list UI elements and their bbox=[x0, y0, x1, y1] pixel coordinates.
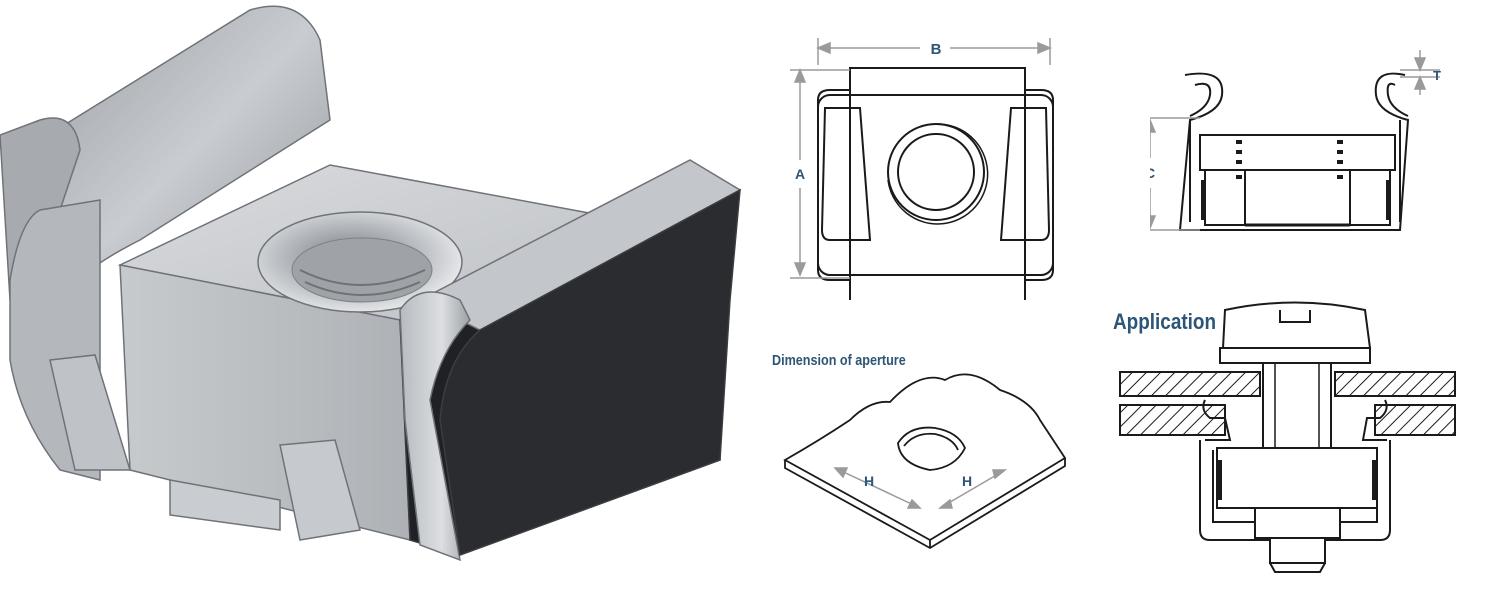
left-clip-wing bbox=[0, 5, 331, 481]
rail-right bbox=[1374, 404, 1456, 436]
screw-tip bbox=[1269, 537, 1326, 564]
application-drawing bbox=[1119, 301, 1456, 573]
aperture-title: Dimension of aperture bbox=[772, 352, 906, 369]
rail-left bbox=[1119, 404, 1226, 436]
dimension-a-arrow bbox=[790, 68, 850, 279]
dimension-h-label-right: H bbox=[962, 473, 972, 489]
side-view-drawing: C T bbox=[1150, 50, 1441, 231]
aperture-drawing: H H bbox=[783, 373, 1067, 550]
dimension-b-arrow bbox=[816, 38, 1052, 65]
dimension-c-arrow bbox=[1150, 117, 1200, 231]
right-clip-wing bbox=[399, 159, 742, 562]
bottom-tab bbox=[849, 274, 1026, 300]
bottom-tabs bbox=[49, 354, 361, 541]
dimension-h-label-left: H bbox=[864, 473, 874, 489]
dimension-t-label: T bbox=[1433, 68, 1441, 83]
dimension-c-label: C bbox=[1150, 165, 1155, 181]
application-title: Application bbox=[1113, 309, 1217, 334]
dimension-t-arrow bbox=[1400, 50, 1440, 95]
top-view-drawing: B A bbox=[790, 38, 1054, 300]
cage-nut-render bbox=[0, 5, 742, 562]
dimension-b-label: B bbox=[931, 41, 942, 58]
nut-body-section bbox=[1216, 447, 1378, 509]
panel-left-upper bbox=[1119, 371, 1261, 397]
nut-outline bbox=[817, 94, 1054, 276]
top-tab bbox=[849, 67, 1026, 96]
thread-circle bbox=[887, 123, 985, 221]
screw-head bbox=[1221, 301, 1372, 349]
nut-upper-block bbox=[1199, 134, 1396, 171]
cage-clip-outline bbox=[1178, 72, 1410, 231]
dimension-h-arrows bbox=[833, 467, 1008, 509]
dimension-a-label: A bbox=[795, 166, 805, 182]
panel-right-upper bbox=[1334, 371, 1456, 397]
